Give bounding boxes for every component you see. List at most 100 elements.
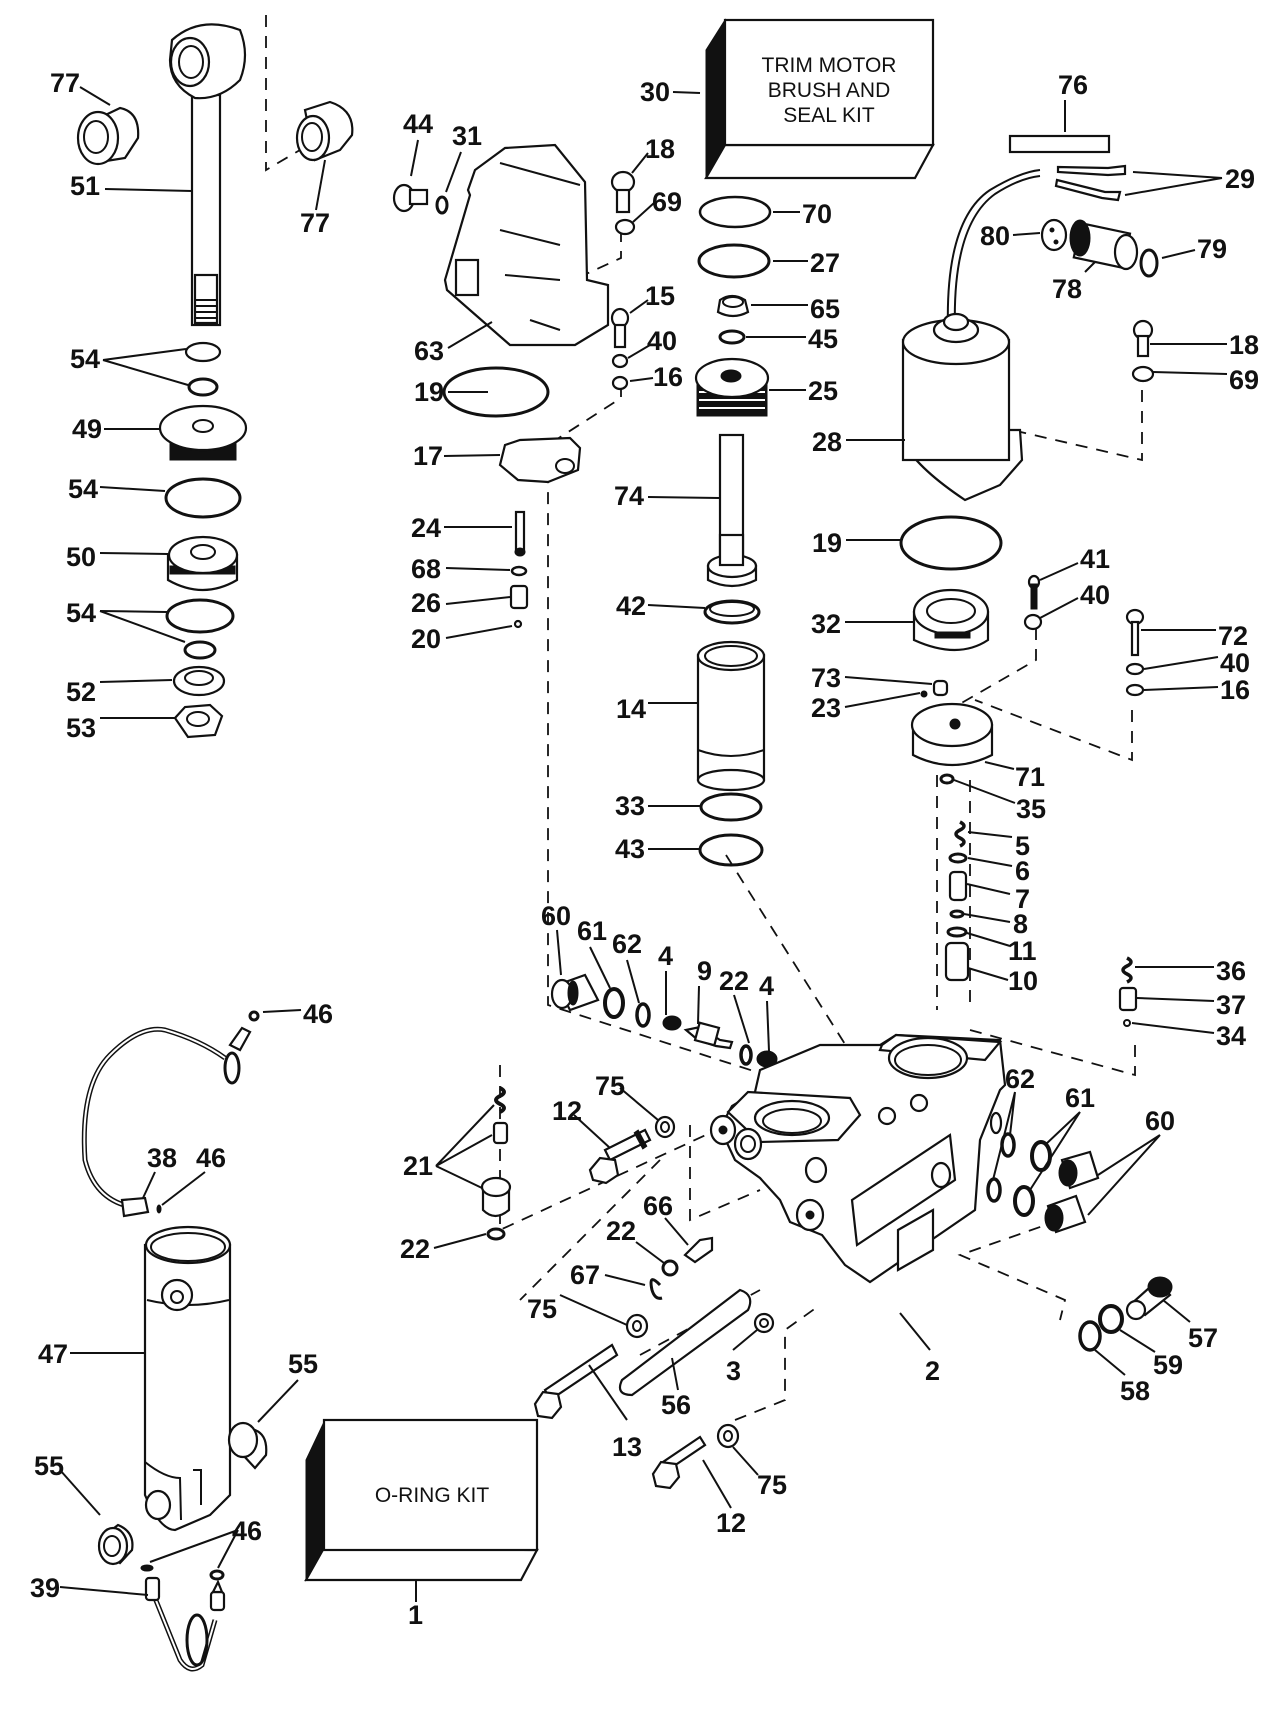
bolt-12-lower[interactable] — [651, 1435, 707, 1490]
check-valve-60[interactable] — [550, 973, 600, 1012]
oring-19[interactable] — [442, 366, 550, 418]
oring-22[interactable] — [739, 1044, 753, 1066]
bushing-77-left[interactable] — [76, 106, 140, 166]
oring-68[interactable] — [510, 565, 528, 577]
screw-24[interactable] — [514, 510, 526, 557]
pin-56[interactable] — [618, 1288, 752, 1397]
valve-37[interactable] — [1118, 986, 1138, 1012]
washer-75-upper[interactable] — [654, 1115, 676, 1139]
hydraulic-line-38[interactable] — [81, 1026, 252, 1218]
retaining-ring-67[interactable] — [649, 1278, 663, 1300]
oring-8[interactable] — [949, 909, 965, 919]
seal-42[interactable] — [703, 599, 761, 625]
pump-ring-32[interactable] — [912, 588, 990, 651]
plug-80[interactable] — [1040, 218, 1068, 252]
trim-motor-kit-box[interactable]: TRIM MOTOR BRUSH AND SEAL KIT — [704, 18, 935, 180]
ball-34[interactable] — [1123, 1019, 1131, 1027]
plug-60-lower[interactable] — [1044, 1194, 1087, 1234]
washer-40[interactable] — [611, 353, 629, 369]
oring-79[interactable] — [1139, 248, 1159, 278]
washer-52[interactable] — [172, 665, 226, 697]
spring-5[interactable] — [954, 820, 966, 848]
oring-61[interactable] — [603, 987, 625, 1019]
valve-10[interactable] — [944, 941, 970, 982]
spring-4[interactable] — [662, 1015, 682, 1031]
oring-54-top[interactable] — [187, 377, 219, 397]
oring-22-c[interactable] — [661, 1259, 679, 1277]
oring-19-motor[interactable] — [899, 515, 1003, 571]
washer-69[interactable] — [614, 218, 636, 236]
oring-27[interactable] — [697, 243, 771, 279]
oring-33[interactable] — [699, 792, 763, 822]
oring-58[interactable] — [1078, 1320, 1102, 1352]
piston-50[interactable] — [166, 535, 239, 591]
washer-75-mid[interactable] — [625, 1313, 649, 1339]
oring-54-mid[interactable] — [164, 477, 242, 519]
oring-59[interactable] — [1098, 1304, 1124, 1334]
seal-54-top[interactable] — [184, 341, 222, 363]
manifold-body-2[interactable] — [709, 1033, 1007, 1284]
tilt-rod-51[interactable] — [168, 23, 247, 327]
reservoir-cover-63[interactable] — [443, 143, 610, 347]
washer-16[interactable] — [611, 375, 629, 391]
valve-26[interactable] — [509, 584, 529, 610]
nut-53[interactable] — [173, 703, 224, 739]
bushing-55-left[interactable] — [97, 1523, 134, 1566]
oring-54-small[interactable] — [183, 640, 217, 660]
cylinder-liner-14[interactable] — [696, 640, 766, 792]
tilt-cylinder-47[interactable] — [143, 1225, 232, 1532]
bushing-3[interactable] — [753, 1312, 775, 1334]
screw-18[interactable] — [610, 170, 636, 214]
plate-17[interactable] — [498, 436, 582, 484]
ball-23[interactable] — [920, 690, 928, 698]
check-valve-21[interactable] — [480, 1086, 512, 1218]
washer-69-motor[interactable] — [1131, 365, 1155, 383]
oring-62-lower[interactable] — [986, 1177, 1002, 1203]
bolt-13[interactable] — [533, 1343, 619, 1420]
oring-11[interactable] — [946, 926, 968, 938]
oring-62[interactable] — [635, 1002, 651, 1028]
screw-72[interactable] — [1125, 608, 1145, 657]
hydraulic-line-39[interactable] — [144, 1576, 226, 1672]
piston-rod-74[interactable] — [706, 433, 758, 588]
ball-20[interactable] — [513, 619, 523, 629]
valve-57[interactable] — [1125, 1276, 1173, 1321]
oring-45[interactable] — [718, 329, 746, 345]
oring-kit-box[interactable]: O-RING KIT — [304, 1418, 539, 1582]
screw-15[interactable] — [610, 307, 630, 349]
oring-46-mid[interactable] — [156, 1204, 162, 1214]
washer-16-b[interactable] — [1125, 683, 1145, 697]
spring-36[interactable] — [1121, 956, 1133, 984]
screw-44[interactable] — [392, 183, 429, 213]
connector-78[interactable] — [1069, 219, 1139, 271]
oring-46-top[interactable] — [248, 1010, 260, 1022]
valve-66[interactable] — [683, 1236, 714, 1264]
washer-40-pump[interactable] — [1023, 613, 1043, 631]
screw-41[interactable] — [1027, 574, 1041, 610]
oring-61-upper[interactable] — [1030, 1140, 1052, 1172]
terminals-29[interactable] — [1054, 164, 1127, 202]
gland-25[interactable] — [694, 357, 770, 417]
oring-22-b[interactable] — [486, 1227, 506, 1241]
bolt-12-upper[interactable] — [588, 1128, 652, 1185]
washer-75-lower[interactable] — [716, 1423, 740, 1449]
oring-70[interactable] — [698, 195, 772, 229]
oring-35[interactable] — [939, 773, 955, 785]
oring-61-lower[interactable] — [1013, 1185, 1035, 1217]
valve-7[interactable] — [948, 870, 968, 902]
valve-73[interactable] — [932, 679, 949, 697]
washer-40-b[interactable] — [1125, 662, 1145, 676]
end-cap-49[interactable] — [158, 404, 248, 461]
oring-6[interactable] — [948, 852, 968, 864]
seal-65[interactable] — [716, 294, 750, 318]
valve-9[interactable] — [683, 1021, 734, 1050]
pump-body-71[interactable] — [910, 702, 994, 767]
oring-43[interactable] — [698, 833, 764, 867]
plug-60-upper[interactable] — [1058, 1150, 1100, 1190]
oring-46-left[interactable] — [140, 1564, 154, 1572]
oring-54-lower[interactable] — [165, 598, 235, 634]
screw-18-motor[interactable] — [1132, 319, 1154, 358]
oring-31[interactable] — [435, 195, 449, 215]
heat-shrink-76[interactable] — [1008, 134, 1111, 154]
bushing-55-right[interactable] — [227, 1421, 268, 1470]
